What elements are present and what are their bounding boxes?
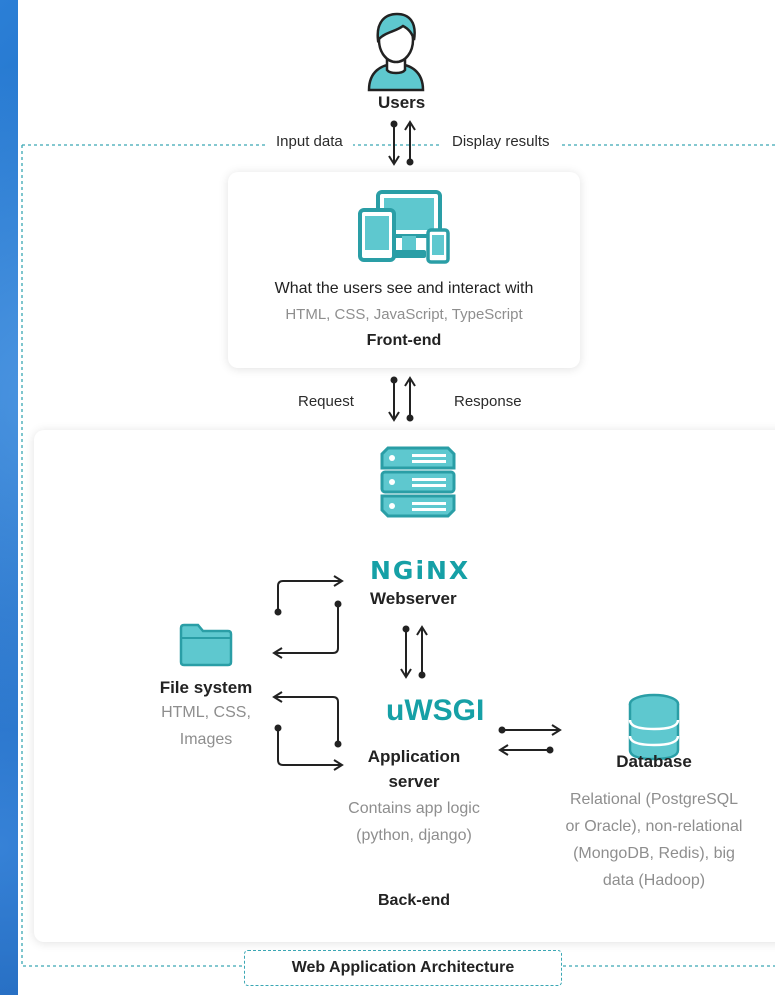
appserver-database-arrows bbox=[498, 724, 562, 756]
webserver-label: Webserver bbox=[370, 589, 457, 608]
backend-card: NGiNX Webserver uWSGI Application server… bbox=[34, 430, 775, 942]
frontend-backend-arrows bbox=[388, 376, 416, 422]
webserver-appserver-arrows bbox=[400, 625, 428, 679]
appserver-desc-line1: Contains app logic bbox=[348, 800, 480, 817]
request-label: Request bbox=[288, 389, 364, 414]
database-desc-line2: or Oracle), non-relational bbox=[565, 818, 743, 835]
user-icon bbox=[367, 12, 425, 92]
nginx-logo: NGiNX bbox=[370, 556, 471, 585]
response-label: Response bbox=[444, 389, 532, 414]
filesystem-label: File system bbox=[159, 678, 253, 697]
backend-title: Back-end bbox=[377, 892, 451, 909]
footer-title: Web Application Architecture bbox=[291, 959, 515, 976]
devices-icon bbox=[358, 190, 450, 264]
users-label: Users bbox=[378, 93, 426, 112]
frontend-title: Front-end bbox=[366, 332, 442, 349]
input-data-label: Input data bbox=[266, 129, 353, 154]
appserver-label-line1: Application bbox=[367, 747, 461, 766]
filesystem-appserver-connector bbox=[272, 691, 344, 771]
users-frontend-arrows bbox=[388, 120, 416, 166]
footer-title-box: Web Application Architecture bbox=[244, 950, 562, 986]
database-desc-line4: data (Hadoop) bbox=[602, 872, 706, 889]
appserver-desc-line2: (python, django) bbox=[356, 827, 472, 844]
database-desc-line1: Relational (PostgreSQL bbox=[569, 791, 739, 808]
database-desc-line3: (MongoDB, Redis), big bbox=[573, 845, 735, 862]
frontend-description: What the users see and interact with bbox=[274, 280, 534, 297]
diagram-canvas: Users Input data Display results What th… bbox=[18, 0, 775, 995]
frontend-card: What the users see and interact with HTM… bbox=[228, 172, 580, 368]
database-label: Database bbox=[616, 752, 692, 771]
folder-icon bbox=[179, 623, 233, 667]
appserver-label-line2: server bbox=[388, 772, 440, 791]
filesystem-webserver-connector bbox=[272, 575, 344, 659]
database-icon bbox=[628, 693, 680, 761]
uwsgi-logo: uWSGI bbox=[386, 694, 485, 727]
server-icon bbox=[380, 446, 456, 518]
frontend-tech: HTML, CSS, JavaScript, TypeScript bbox=[285, 306, 523, 323]
filesystem-desc-line2: Images bbox=[179, 731, 233, 748]
display-results-label: Display results bbox=[442, 129, 560, 154]
filesystem-desc-line1: HTML, CSS, bbox=[161, 704, 251, 721]
